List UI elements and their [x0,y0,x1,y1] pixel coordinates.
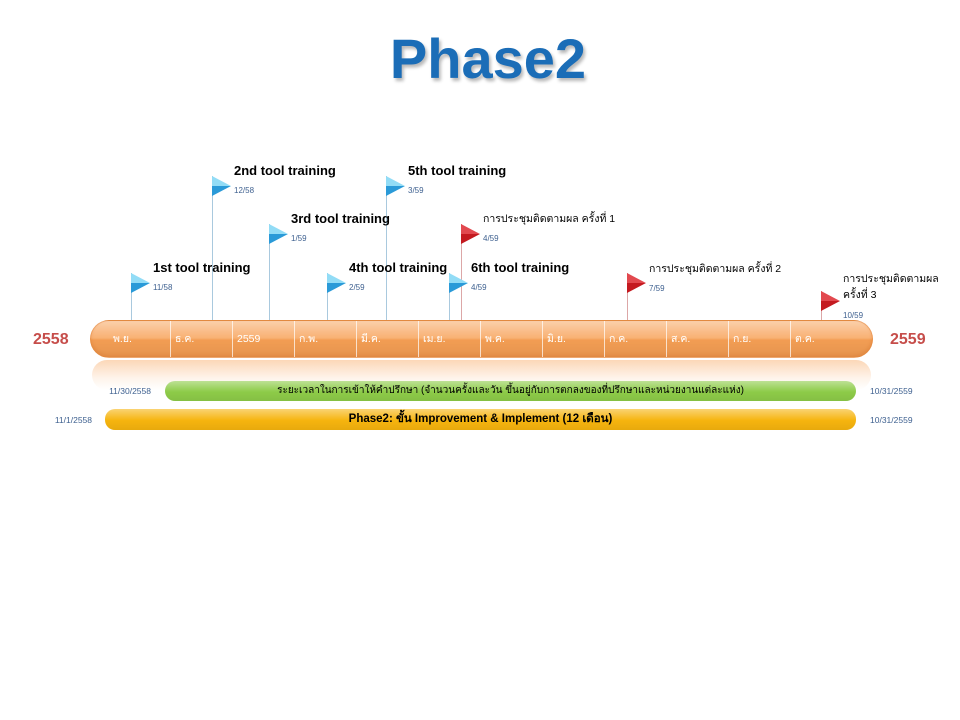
red-flag-icon [461,224,480,244]
task-bar-phase2: Phase2: ขั้น Improvement & Implement (12… [105,409,856,430]
milestone-date: 10/59 [843,311,864,320]
flag-dark-face [131,283,150,293]
milestone-label: 3rd tool training 1/59 [291,212,390,244]
milestone-pole [449,273,450,320]
milestone-title: การประชุมติดตามผล ครั้งที่ 3 [843,273,939,301]
flag-dark-face [449,283,468,293]
flag-dark-face [461,234,480,244]
timeline-month: ต.ค. [790,321,852,357]
blue-flag-icon [386,176,405,196]
task-end-date: 10/31/2559 [870,386,913,396]
milestone-pole [627,273,628,320]
timeline-month: พ.ย. [113,333,132,345]
timeline-month: ส.ค. [666,321,728,357]
milestone-date: 4/59 [483,234,499,243]
blue-flag-icon [327,273,346,293]
milestone-label: 1st tool training 11/58 [153,261,251,293]
milestone-title: การประชุมติดตามผล ครั้งที่ 1 [483,213,616,225]
milestone-title: 5th tool training [408,163,507,178]
timeline-month: มี.ค. [356,321,418,357]
milestone-pole [327,273,328,320]
timeline-bar: พ.ย. ธ.ค. 2559 ก.พ. มี.ค. เม.ย. พ.ค. มิ.… [90,320,873,358]
timeline-end-year: 2559 [890,331,926,348]
milestone-label: 4th tool training 2/59 [349,261,447,293]
task-end-date: 10/31/2559 [870,415,913,425]
flag-dark-face [212,186,231,196]
milestone-label: 6th tool training 4/59 [471,261,569,293]
milestone-pole [212,176,213,320]
timeline-month: ก.ย. [728,321,790,357]
milestone-date: 7/59 [649,284,665,293]
flag-light-face [131,273,150,283]
timeline-month: มิ.ย. [542,321,604,357]
flag-light-face [821,291,840,301]
flag-dark-face [821,301,840,311]
flag-light-face [449,273,468,283]
timeline-month: ก.พ. [294,321,356,357]
milestone-date: 11/58 [153,283,173,292]
blue-flag-icon [449,273,468,293]
milestone-date: 3/59 [408,186,424,195]
milestone-pole [131,273,132,320]
timeline-months: พ.ย. ธ.ค. 2559 ก.พ. มี.ค. เม.ย. พ.ค. มิ.… [108,321,852,357]
task-bar-consulting-period: ระยะเวลาในการเข้าให้คำปรึกษา (จำนวนครั้ง… [165,381,856,401]
milestone-title: การประชุมติดตามผล ครั้งที่ 2 [649,263,782,275]
milestone-label: การประชุมติดตามผล ครั้งที่ 1 4/59 [483,212,615,244]
milestone-title: 6th tool training [471,260,570,275]
milestone-pole [386,176,387,320]
milestone-label: 5th tool training 3/59 [408,164,506,196]
task-start-date: 11/30/2558 [109,386,151,396]
flag-light-face [461,224,480,234]
milestone-date: 1/59 [291,234,307,243]
blue-flag-icon [269,224,288,244]
blue-flag-icon [131,273,150,293]
milestone-label: การประชุมติดตามผล ครั้งที่ 3 10/59 [843,271,955,321]
flag-dark-face [386,186,405,196]
flag-light-face [269,224,288,234]
flag-light-face [327,273,346,283]
milestone-pole [461,224,462,320]
flag-light-face [386,176,405,186]
flag-dark-face [269,234,288,244]
blue-flag-icon [212,176,231,196]
milestone-date: 12/58 [234,186,255,195]
milestone-pole [269,224,270,320]
milestone-date: 2/59 [349,283,365,292]
slide-title: Phase2 [389,27,587,90]
timeline-start-year: 2558 [33,331,69,348]
timeline-month: พ.ค. [480,321,542,357]
task-start-date: 11/1/2558 [54,415,92,425]
timeline-month: เม.ย. [418,321,480,357]
milestone-title: 4th tool training [349,260,448,275]
red-flag-icon [627,273,646,293]
milestone-title: 2nd tool training [234,163,336,178]
timeline-month: ธ.ค. [170,321,232,357]
milestone-date: 4/59 [471,283,487,292]
milestone-title: 1st tool training [153,260,251,275]
flag-dark-face [327,283,346,293]
milestone-label: การประชุมติดตามผล ครั้งที่ 2 7/59 [649,262,781,294]
flag-light-face [627,273,646,283]
timeline-month: ก.ค. [604,321,666,357]
milestone-title: 3rd tool training [291,211,390,226]
milestone-label: 2nd tool training 12/58 [234,164,336,196]
flag-dark-face [627,283,646,293]
flag-light-face [212,176,231,186]
timeline-month: 2559 [232,321,294,357]
red-flag-icon [821,291,840,311]
